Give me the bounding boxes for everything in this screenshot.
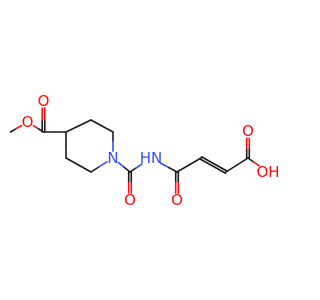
atom-label-o_est2: O <box>38 92 50 110</box>
atom-label-o_ac2: OH <box>256 163 279 181</box>
bond-c_ac-o_ac2-half-b <box>252 161 260 167</box>
bond-c_a-c_b-line-1-half-b <box>212 165 227 174</box>
bond-c_b-c_ac-half-a <box>225 164 238 173</box>
atom-label-n_h: HN <box>140 149 163 167</box>
bond-c_am-c_a-half-b <box>188 157 202 166</box>
atom-label-n1: N <box>107 149 118 167</box>
bond-n1-c_ur-half-b <box>123 166 131 173</box>
bond-c3a-c2a-half-a <box>65 157 80 166</box>
bond-c4-c3b-half-a <box>65 125 80 133</box>
bond-c3b-c2b-half-a <box>90 119 103 127</box>
bond-c_a-c_b-line-2-half-b <box>213 163 228 172</box>
bond-c_me-o_est-half-a <box>9 127 17 133</box>
atom-label-o_ur: O <box>124 191 136 209</box>
bond-c_ur-n_h-half-a <box>129 167 137 173</box>
bond-c3b-c2b-half-b <box>101 125 114 133</box>
bond-layer <box>9 107 260 194</box>
atom-label-o_ac1: O <box>242 122 254 140</box>
bond-c_ur-n_h-half-b <box>135 163 143 169</box>
bond-c_b-c_ac-half-b <box>236 157 249 166</box>
atom-label-o_am: O <box>171 191 183 209</box>
bond-c4-c3b-half-b <box>77 119 92 127</box>
bond-c_ac-o_ac2-half-a <box>247 157 255 163</box>
atom-label-o_est: O <box>22 113 34 131</box>
bond-o_est-c_est-half-a <box>32 124 40 130</box>
bond-n_h-c_am-half-a <box>159 162 170 169</box>
bond-c_me-o_est-half-b <box>15 124 23 130</box>
bond-n1-c_ur-half-a <box>117 161 126 169</box>
bond-c2a-n1-half-a <box>90 166 100 173</box>
bond-c_a-c_b-line-2-half-a <box>200 156 215 165</box>
bond-c2a-n1-half-b <box>98 160 108 168</box>
bond-c_a-c_b-line-1-half-a <box>199 158 214 167</box>
bond-c_am-c_a-half-a <box>176 164 190 173</box>
bond-c3a-c2a-half-b <box>77 164 92 173</box>
